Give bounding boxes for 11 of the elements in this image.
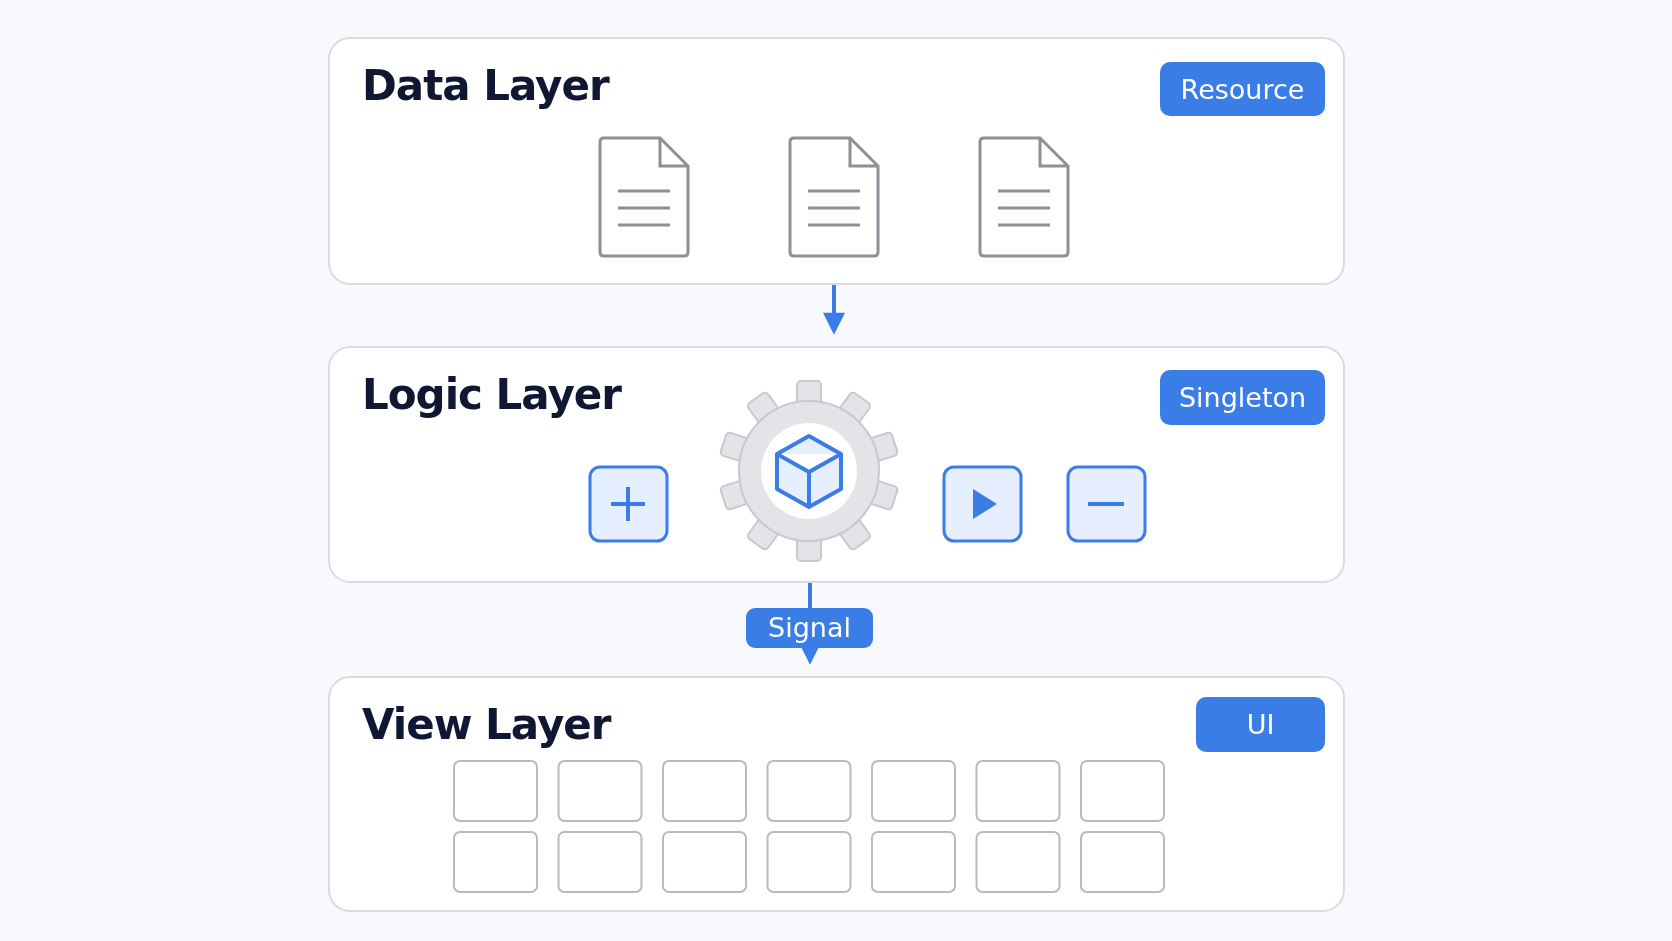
layer-panel <box>328 37 1345 285</box>
layer-title: Data Layer <box>362 61 609 110</box>
tag-badge: Singleton <box>1160 370 1325 425</box>
layer-title: View Layer <box>362 700 611 749</box>
layer-panel <box>328 676 1345 912</box>
layer-title: Logic Layer <box>362 370 621 419</box>
tag-badge: Resource <box>1160 62 1325 116</box>
arrow <box>823 285 845 335</box>
tag-badge: UI <box>1196 697 1325 752</box>
edge-label: Signal <box>746 607 873 648</box>
layer-panel <box>328 346 1345 583</box>
